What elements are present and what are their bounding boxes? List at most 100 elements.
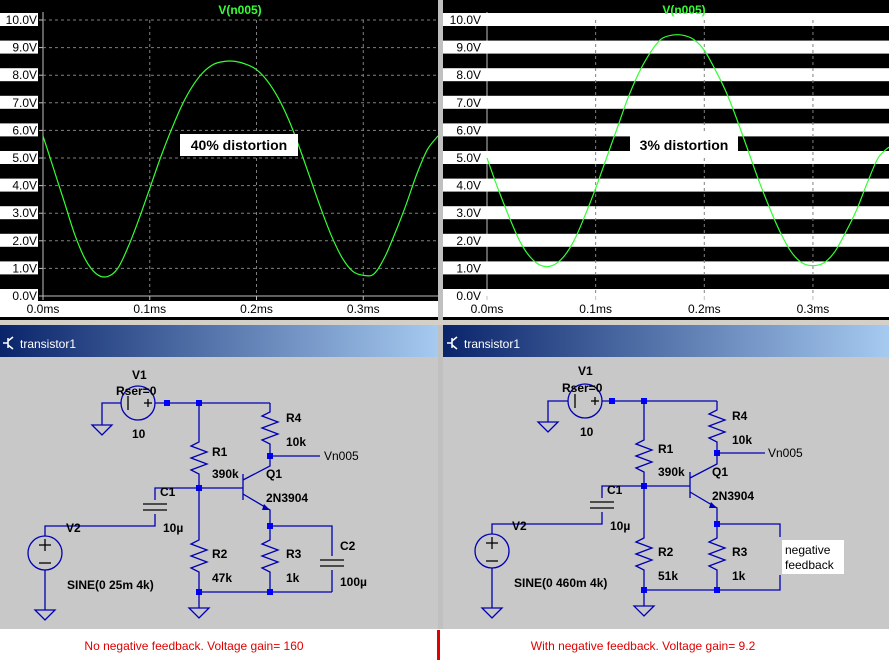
y-tick-label: 8.0V [12,68,37,82]
y-tick-label: 3.0V [456,206,481,220]
v2-name: V2 [512,519,527,533]
y-tick-label: 4.0V [456,179,481,193]
x-tick-label: 0.2ms [240,302,273,316]
y-tick-label: 4.0V [12,179,37,193]
feedback-note: feedback [785,558,835,572]
y-tick-bg [443,40,889,54]
x-tick-label: 0.0ms [27,302,60,316]
y-tick-bg [0,206,38,220]
y-tick-bg [0,151,38,164]
r1-value: 390k [658,465,685,479]
y-tick-bg [0,40,38,54]
x-axis-label-bg [443,301,889,317]
x-tick-label: 0.1ms [579,302,612,316]
v2-value: SINE(0 25m 4k) [67,578,154,592]
waveform-chart-left: 0.0V1.0V2.0V3.0V4.0V5.0V6.0V7.0V8.0V9.0V… [0,12,439,317]
schematic-canvas-right[interactable] [443,357,889,629]
y-tick-bg [443,13,889,26]
distortion-annotation: 3% distortion [640,137,729,153]
window-separator [0,320,889,325]
y-tick-label: 0.0V [456,289,481,303]
y-tick-bg [443,233,889,247]
q1-name: Q1 [712,465,728,479]
annotation-box [630,134,738,156]
x-tick-label: 0.2ms [688,302,721,316]
window-title: transistor1 [20,337,76,351]
window-title: transistor1 [464,337,520,351]
output-net-label[interactable]: Vn005 [768,446,803,460]
waveform-trace[interactable] [486,34,889,268]
v2-value: SINE(0 460m 4k) [514,576,607,590]
feedback-note: negative [785,543,831,557]
distortion-annotation: 40% distortion [191,137,287,153]
y-tick-label: 1.0V [12,261,37,275]
x-axis-label-bg [0,301,438,317]
v1-name: V1 [578,364,593,378]
y-tick-label: 8.0V [456,68,481,82]
x-tick-label: 0.1ms [133,302,166,316]
q1-value: 2N3904 [712,489,754,503]
c1-value: 10µ [163,521,183,535]
c1-value: 10µ [610,519,630,533]
y-tick-bg [0,13,38,26]
trace-title[interactable]: V(n005) [662,3,705,17]
v1-param: Rser=0 [116,384,157,398]
y-tick-label: 0.0V [12,289,37,303]
y-tick-bg [443,68,889,82]
x-tick-label: 0.3ms [347,302,380,316]
v1-value: 10 [580,425,594,439]
r2-name: R2 [658,545,674,559]
y-tick-label: 3.0V [12,206,37,220]
v1-value: 10 [132,427,146,441]
y-tick-bg [0,95,38,109]
y-tick-label: 9.0V [12,41,37,55]
transistor-app-icon [447,336,458,350]
r3-value: 1k [286,571,300,585]
c2-value: 100µ [340,575,367,589]
y-tick-label: 5.0V [12,151,37,165]
x-tick-label: 0.0ms [471,302,504,316]
schematic-titlebar-left[interactable]: transistor1 [0,325,438,357]
y-tick-bg [443,95,889,109]
schematic-titlebar-right[interactable]: transistor1 [443,325,889,357]
y-tick-label: 9.0V [456,41,481,55]
y-tick-bg [443,123,889,137]
schematic-canvas-left[interactable] [0,357,438,629]
y-tick-bg [0,123,38,137]
caption-divider [437,630,440,660]
x-tick-label: 0.3ms [797,302,830,316]
y-tick-bg [443,151,889,164]
r3-name: R3 [286,547,302,561]
y-tick-bg [0,233,38,247]
waveform-chart-right: 0.0V1.0V2.0V3.0V4.0V5.0V6.0V7.0V8.0V9.0V… [443,12,889,317]
y-tick-label: 10.0V [450,13,481,27]
y-tick-label: 10.0V [6,13,37,27]
v2-name: V2 [66,521,81,535]
trace-title[interactable]: V(n005) [218,3,261,17]
feedback-note-box [782,540,844,574]
annotation-box [180,134,298,156]
r4-name: R4 [732,409,748,423]
y-tick-label: 6.0V [12,123,37,137]
c1-name: C1 [160,485,176,499]
r3-value: 1k [732,569,746,583]
y-tick-label: 2.0V [12,234,37,248]
y-tick-bg [443,206,889,220]
c1-name: C1 [607,483,623,497]
caption-left: No negative feedback. Voltage gain= 160 [84,639,303,653]
y-tick-label: 5.0V [456,151,481,165]
v1-param: Rser=0 [562,381,603,395]
q1-name: Q1 [266,467,282,481]
schematic-left: V1 Rser=0 10 R1 390k R4 10k Vn005 Q1 2N3… [27,368,367,621]
r4-value: 10k [732,433,752,447]
y-tick-label: 1.0V [456,261,481,275]
y-tick-label: 6.0V [456,123,481,137]
y-tick-bg [0,68,38,82]
y-tick-bg [0,289,38,302]
output-net-label[interactable]: Vn005 [324,449,359,463]
transistor-app-icon [3,336,14,350]
y-tick-label: 2.0V [456,234,481,248]
waveform-trace[interactable] [42,60,439,278]
pane-splitter[interactable] [438,0,443,662]
